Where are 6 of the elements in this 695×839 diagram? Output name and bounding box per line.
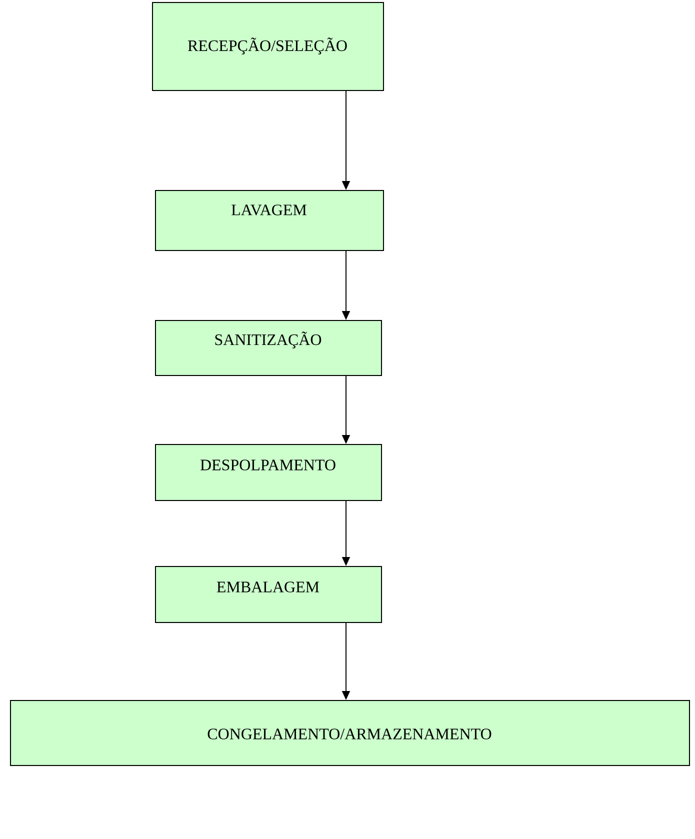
process-box: RECEPÇÃO/SELEÇÃO <box>152 2 384 91</box>
process-box: LAVAGEM <box>155 190 384 251</box>
process-box: SANITIZAÇÃO <box>155 320 382 376</box>
process-box: DESPOLPAMENTO <box>155 444 382 501</box>
process-box: EMBALAGEM <box>155 566 382 623</box>
process-box: CONGELAMENTO/ARMAZENAMENTO <box>10 700 690 766</box>
